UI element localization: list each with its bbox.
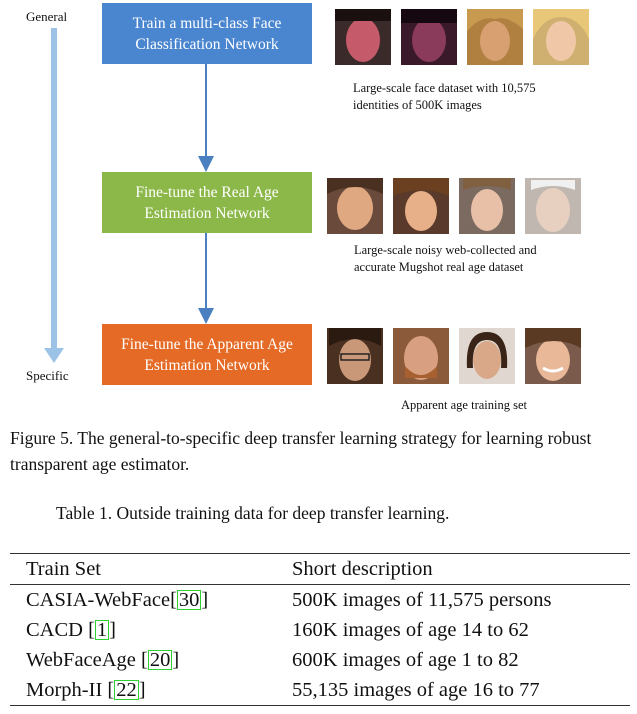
table-caption: Table 1. Outside training data for deep … [56,503,450,523]
dataset-caption-1: Large-scale face dataset with 10,575 ide… [353,80,593,114]
face-row-classification [335,9,589,65]
step3-line1: Fine-tune the Apparent Age [121,335,293,353]
train-set-cell: CASIA-WebFace[30] [26,589,209,611]
face-row-apparent-age [327,328,581,384]
description-cell: 500K images of 11,575 persons [292,589,552,611]
citation-link[interactable]: 20 [147,649,173,671]
table-row: CASIA-WebFace[30] 500K images of 11,575 … [10,585,630,616]
face-photo-icon [467,9,523,65]
face-photo-icon [335,9,391,65]
caption3-line1: Apparent age training set [401,398,527,412]
citation-close: ] [138,679,146,701]
face-photo-icon [533,9,589,65]
citation-close: ] [109,619,116,641]
training-data-table: Train Set Short description CASIA-WebFac… [10,553,630,706]
caption2-line2: accurate Mugshot real age dataset [354,260,524,274]
face-photo-icon [327,178,383,234]
column-header-description: Short description [292,558,433,580]
caption1-line2: identities of 500K images [353,98,482,112]
face-photo-icon [525,178,581,234]
train-set-name: CASIA-WebFace [26,589,171,611]
citation-link[interactable]: 1 [94,619,110,641]
citation-close: ] [201,589,209,611]
step2-line2: Estimation Network [144,204,270,222]
general-label: General [26,9,68,24]
table-row: Morph-II [22] 55,135 images of age 16 to… [10,675,630,706]
face-photo-icon [459,178,515,234]
train-set-cell: Morph-II [22] [26,679,146,701]
citation-close: ] [172,649,180,671]
face-photo-icon [327,328,383,384]
face-row-real-age [327,178,581,234]
step3-line2: Estimation Network [144,356,270,374]
general-specific-arrow [44,28,64,363]
table-row: CACD [1] 160K images of age 14 to 62 [10,615,630,645]
caption2-line1: Large-scale noisy web-collected and [354,243,537,257]
train-set-name: Morph-II [26,679,108,701]
step1-line2: Classification Network [135,35,279,53]
face-photo-icon [459,328,515,384]
train-set-name: WebFaceAge [26,649,142,671]
face-photo-icon [525,328,581,384]
train-set-name: CACD [26,619,89,641]
table-row: WebFaceAge [20] 600K images of age 1 to … [10,645,630,675]
caption1-line1: Large-scale face dataset with 10,575 [353,81,536,95]
face-photo-icon [401,9,457,65]
specific-label: Specific [26,368,69,383]
citation-link[interactable]: 30 [176,589,202,611]
face-photo-icon [393,178,449,234]
description-cell: 160K images of age 14 to 62 [292,619,529,641]
train-set-cell: WebFaceAge [20] [26,649,180,671]
description-cell: 55,135 images of age 16 to 77 [292,679,540,701]
dataset-caption-2: Large-scale noisy web-collected and accu… [354,242,594,276]
train-set-cell: CACD [1] [26,619,116,641]
step1-line1: Train a multi-class Face [132,14,282,32]
dataset-caption-3: Apparent age training set [401,397,601,414]
citation-link[interactable]: 22 [114,679,139,701]
column-header-train-set: Train Set [26,558,101,580]
table-header-row: Train Set Short description [10,553,630,585]
figure-caption: Figure 5. The general-to-specific deep t… [10,428,592,474]
face-photo-icon [393,328,449,384]
description-cell: 600K images of age 1 to 82 [292,649,519,671]
step2-line1: Fine-tune the Real Age [135,183,279,201]
